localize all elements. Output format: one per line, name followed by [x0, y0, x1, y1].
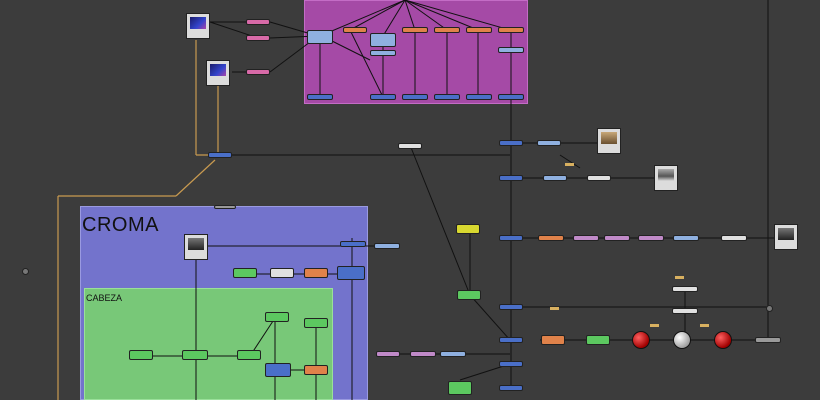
keyer-node[interactable] — [337, 266, 365, 280]
orange-node[interactable] — [498, 27, 524, 33]
orange-node[interactable] — [304, 268, 328, 278]
blue-node[interactable] — [499, 361, 523, 367]
pink-node[interactable] — [246, 69, 270, 75]
merge-node[interactable] — [307, 30, 333, 44]
blue-node[interactable] — [498, 94, 524, 100]
blue-node[interactable] — [499, 337, 523, 343]
read-node-thumbnail[interactable] — [597, 128, 621, 154]
blue-node[interactable] — [340, 241, 366, 247]
blue-node[interactable] — [499, 304, 523, 310]
blue-node[interactable] — [307, 94, 333, 100]
read-node-thumbnail[interactable] — [654, 165, 678, 191]
mask-arrow-tick — [565, 163, 574, 166]
cabeza-backdrop-title: CABEZA — [86, 293, 123, 303]
mauve-node[interactable] — [573, 235, 599, 241]
orange-node[interactable] — [402, 27, 428, 33]
thumbnail-image — [190, 17, 206, 29]
white-node[interactable] — [672, 308, 698, 314]
mauve-node[interactable] — [638, 235, 664, 241]
green-node[interactable] — [457, 290, 481, 300]
lightblue-node[interactable] — [543, 175, 567, 181]
blue-node[interactable] — [402, 94, 428, 100]
orange-node[interactable] — [541, 335, 565, 345]
grey-node[interactable] — [755, 337, 781, 343]
orange-node[interactable] — [343, 27, 367, 33]
green-node[interactable] — [129, 350, 153, 360]
green-node[interactable] — [586, 335, 610, 345]
green-node[interactable] — [182, 350, 208, 360]
orange-node[interactable] — [304, 365, 328, 375]
white-node[interactable] — [398, 143, 422, 149]
blue-node[interactable] — [499, 235, 523, 241]
mask-arrow-tick — [675, 276, 684, 279]
backdrop-handle[interactable] — [214, 205, 236, 209]
white-node[interactable] — [672, 286, 698, 292]
merge-node[interactable] — [370, 33, 396, 47]
orange-node[interactable] — [538, 235, 564, 241]
dot-merge-node[interactable] — [208, 152, 232, 158]
orange-node[interactable] — [466, 27, 492, 33]
white-node[interactable] — [587, 175, 611, 181]
green-node[interactable] — [304, 318, 328, 328]
white-sphere-node[interactable] — [673, 331, 691, 349]
blue-node[interactable] — [499, 140, 523, 146]
blue-node[interactable] — [370, 94, 396, 100]
blue-node[interactable] — [265, 363, 291, 377]
thumbnail-image — [601, 132, 617, 144]
green-node[interactable] — [265, 312, 289, 322]
croma-backdrop-title: CROMA — [82, 214, 159, 236]
red-sphere-node[interactable] — [714, 331, 732, 349]
thumbnail-image — [778, 228, 794, 240]
thumbnail-image — [210, 64, 226, 76]
backdrop-purple[interactable] — [304, 0, 528, 104]
orange-node[interactable] — [434, 27, 460, 33]
lightblue-node[interactable] — [537, 140, 561, 146]
white-node[interactable] — [270, 268, 294, 278]
lightblue-node[interactable] — [440, 351, 466, 357]
read-node-thumbnail[interactable] — [774, 224, 798, 250]
thumbnail-image — [188, 238, 204, 250]
red-sphere-node[interactable] — [632, 331, 650, 349]
mask-arrow-tick — [650, 324, 659, 327]
mask-arrow-tick — [550, 307, 559, 310]
blue-node[interactable] — [370, 50, 396, 56]
pink-node[interactable] — [246, 35, 270, 41]
blue-node[interactable] — [499, 175, 523, 181]
mauve-node[interactable] — [604, 235, 630, 241]
lightblue-node[interactable] — [673, 235, 699, 241]
green-node[interactable] — [233, 268, 257, 278]
backdrop-cabeza[interactable] — [84, 288, 333, 400]
read-node-thumbnail[interactable] — [184, 234, 208, 260]
white-node[interactable] — [721, 235, 747, 241]
mauve-node[interactable] — [376, 351, 400, 357]
blue-node[interactable] — [466, 94, 492, 100]
dot-node[interactable] — [22, 268, 29, 275]
mauve-node[interactable] — [410, 351, 436, 357]
read-node-thumbnail[interactable] — [186, 13, 210, 39]
yellow-node[interactable] — [456, 224, 480, 234]
blue-node[interactable] — [499, 385, 523, 391]
green-node[interactable] — [448, 381, 472, 395]
mask-arrow-tick — [700, 324, 709, 327]
blue-node[interactable] — [498, 47, 524, 53]
read-node-thumbnail[interactable] — [206, 60, 230, 86]
blue-node[interactable] — [434, 94, 460, 100]
dot-node[interactable] — [766, 305, 773, 312]
green-node[interactable] — [237, 350, 261, 360]
pink-node[interactable] — [246, 19, 270, 25]
lightblue-node[interactable] — [374, 243, 400, 249]
thumbnail-image — [658, 169, 674, 181]
